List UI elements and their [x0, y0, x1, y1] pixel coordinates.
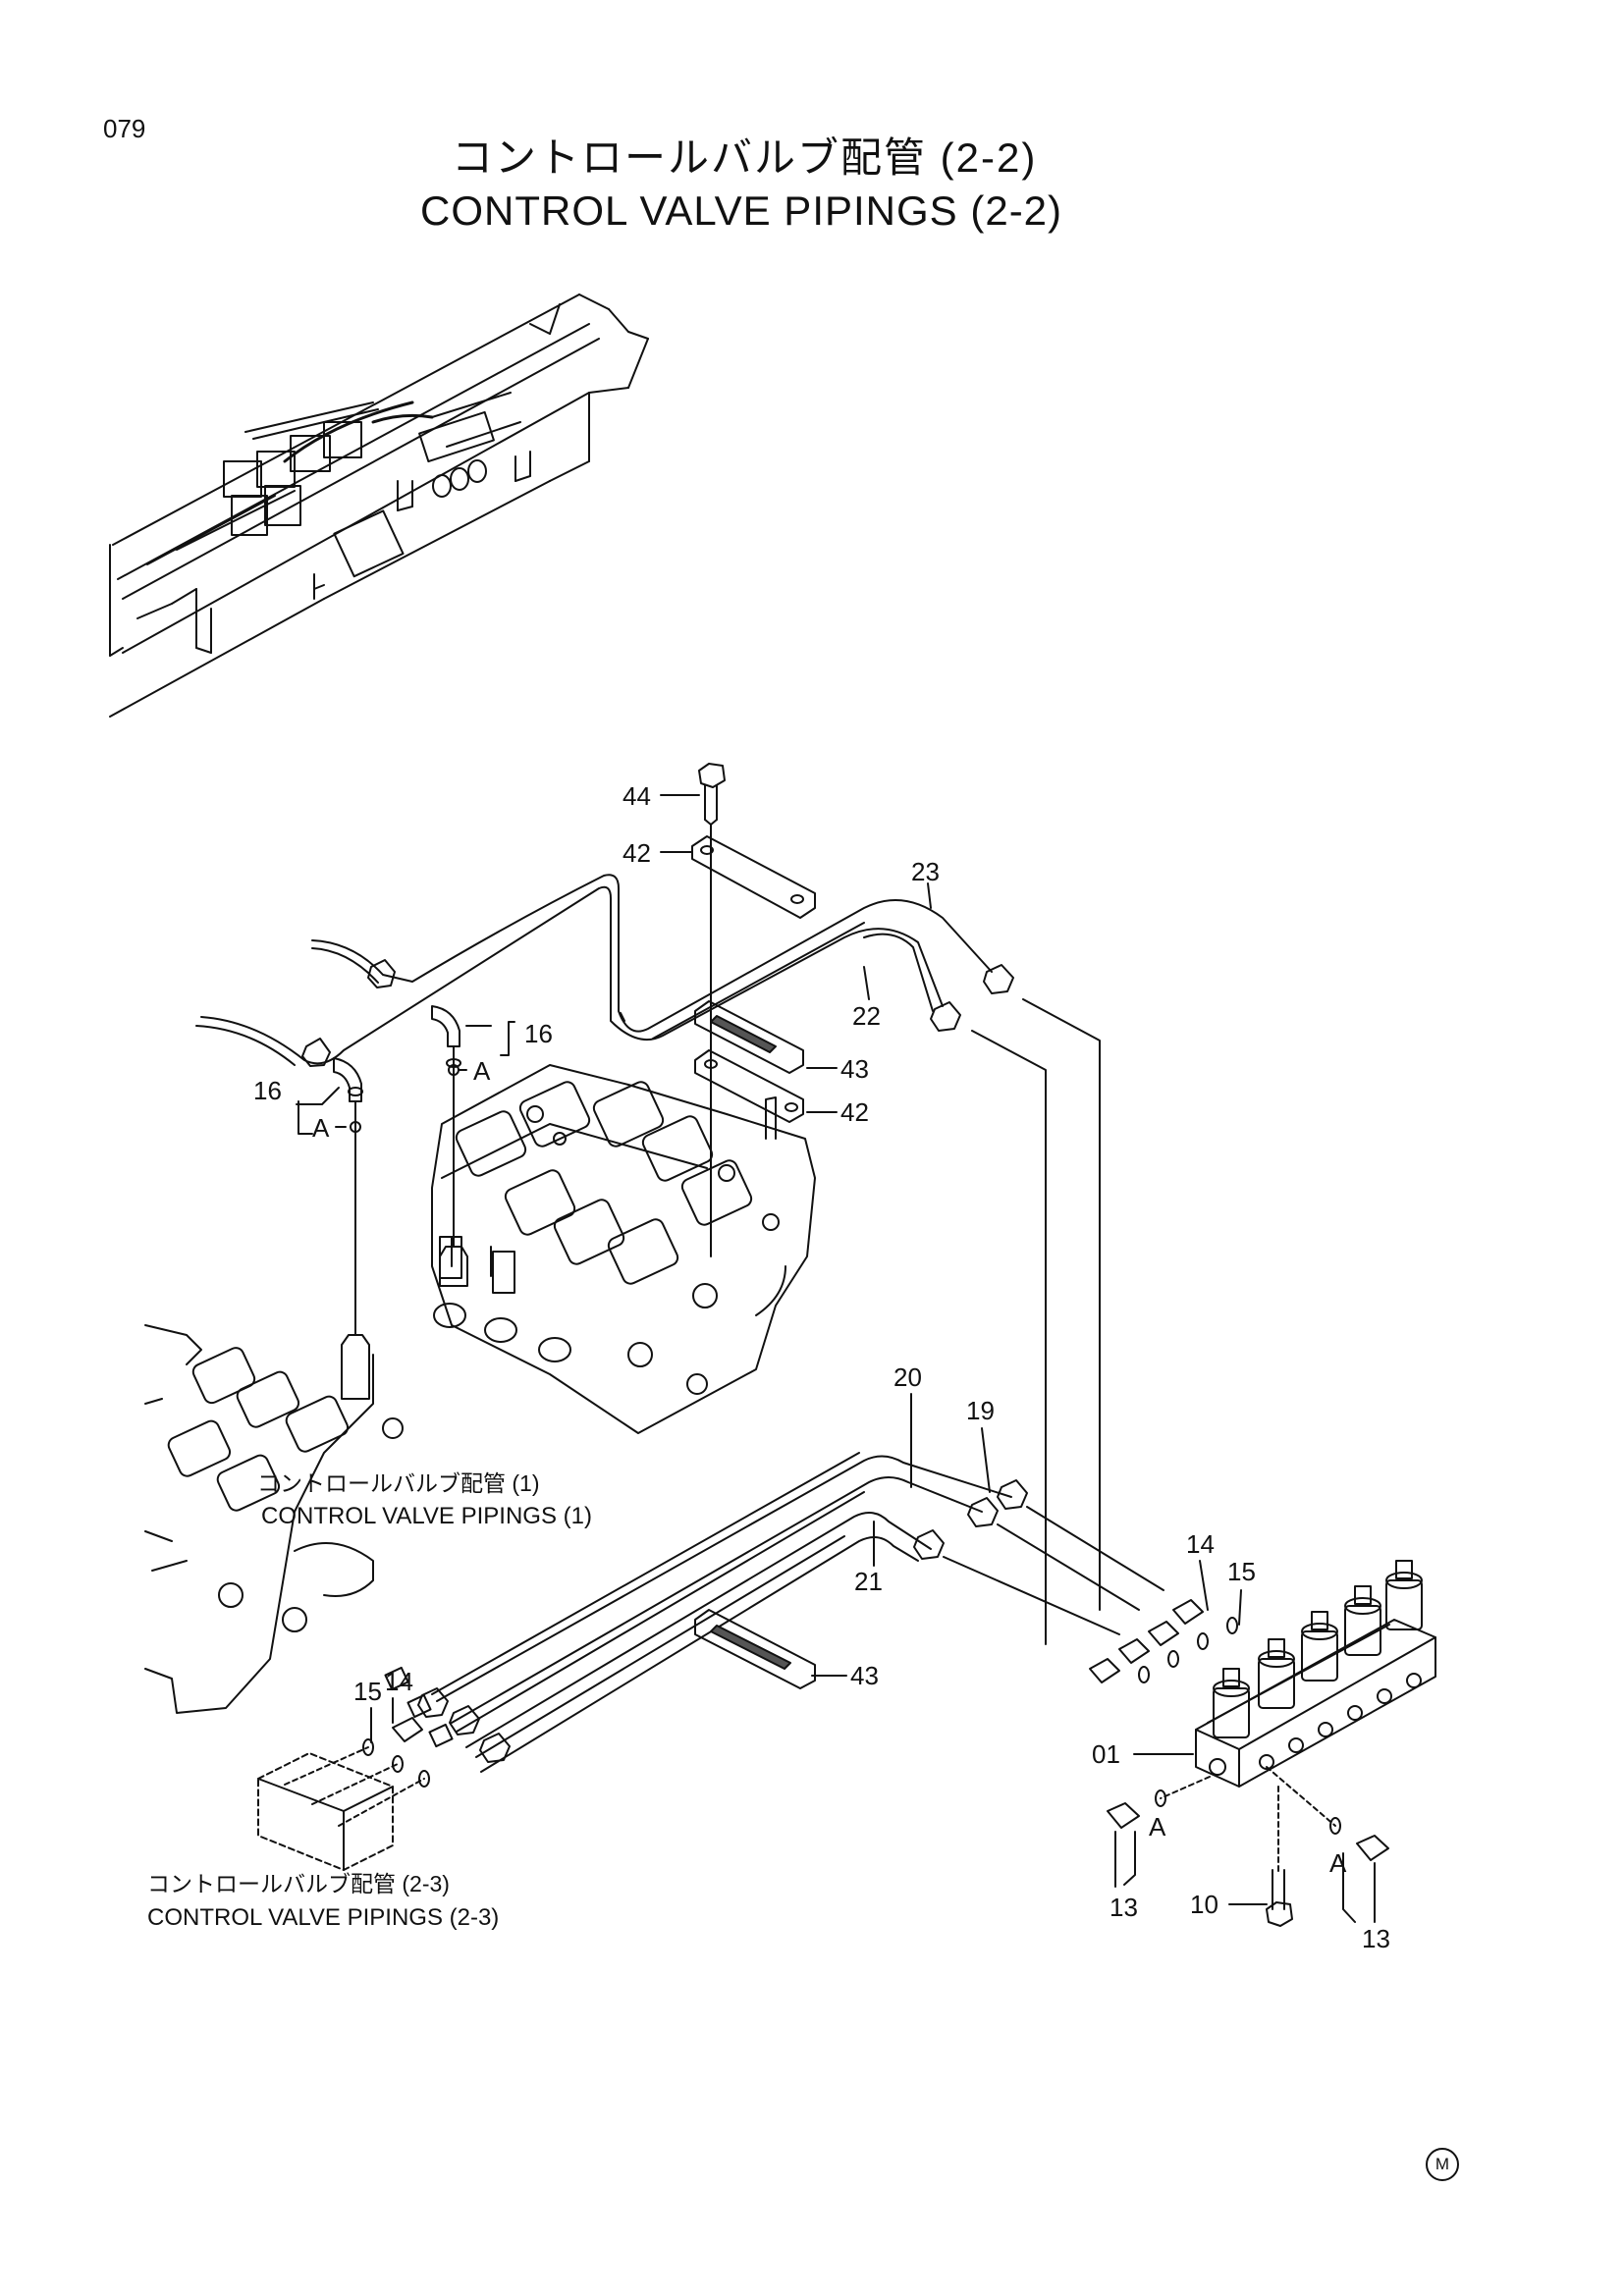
control-valve-body	[432, 1065, 815, 1433]
part-number-19: 19	[966, 1396, 995, 1425]
part-number-42-mid: 42	[840, 1097, 869, 1127]
left-pipe-adapter	[342, 1046, 467, 1399]
part-number-20: 20	[893, 1362, 922, 1392]
solenoid-manifold	[1090, 1561, 1435, 1926]
reference-pipings-1-japanese: コントロールバルブ配管 (1)	[257, 1470, 540, 1496]
reference-pipings-2-3-english: CONTROL VALVE PIPINGS (2-3)	[147, 1904, 500, 1931]
part-number-13-right: 13	[1362, 1924, 1390, 1953]
part-number-13-left: 13	[1110, 1893, 1138, 1922]
plate-bottom	[695, 1610, 815, 1688]
part-number-14-left: 14	[385, 1667, 413, 1696]
view-mark-a-bottom-left: A	[1149, 1812, 1166, 1842]
leader-lines	[297, 795, 1375, 1922]
part-number-16-right: 16	[524, 1019, 553, 1048]
part-number-23: 23	[911, 857, 940, 886]
part-number-21: 21	[854, 1567, 883, 1596]
left-fittings	[258, 1668, 453, 1870]
view-mark-a-bottom-right: A	[1329, 1848, 1347, 1878]
part-number-42-top: 42	[623, 838, 651, 868]
part-number-15-right: 15	[1227, 1557, 1256, 1586]
part-number-43-top: 43	[840, 1054, 869, 1084]
page-title-japanese: コントロールバルブ配管 (2-2)	[452, 134, 1038, 181]
part-number-15-left: 15	[353, 1677, 382, 1706]
part-number-43-bottom: 43	[850, 1661, 879, 1690]
reference-pipings-2-3-japanese: コントロールバルブ配管 (2-3)	[147, 1871, 450, 1896]
part-number-22: 22	[852, 1001, 881, 1031]
control-valve-left-partial	[145, 1325, 403, 1713]
pipes-lower	[418, 1453, 1164, 1772]
bolt-and-plate-top	[692, 764, 815, 1256]
pipes-upper	[196, 875, 1100, 1644]
part-number-44: 44	[623, 781, 651, 811]
machine-frame-overview	[110, 294, 648, 717]
page-title-english: CONTROL VALVE PIPINGS (2-2)	[420, 187, 1063, 234]
manufacturer-mark: M	[1426, 2148, 1459, 2181]
view-mark-a-right: A	[473, 1056, 491, 1086]
part-number-14-right: 14	[1186, 1529, 1215, 1559]
part-number-16-left: 16	[253, 1076, 282, 1105]
view-mark-a-left: A	[312, 1113, 330, 1143]
reference-pipings-1-english: CONTROL VALVE PIPINGS (1)	[261, 1503, 592, 1529]
part-number-01: 01	[1092, 1739, 1120, 1769]
part-number-10: 10	[1190, 1890, 1218, 1919]
page-number: 079	[103, 114, 146, 143]
